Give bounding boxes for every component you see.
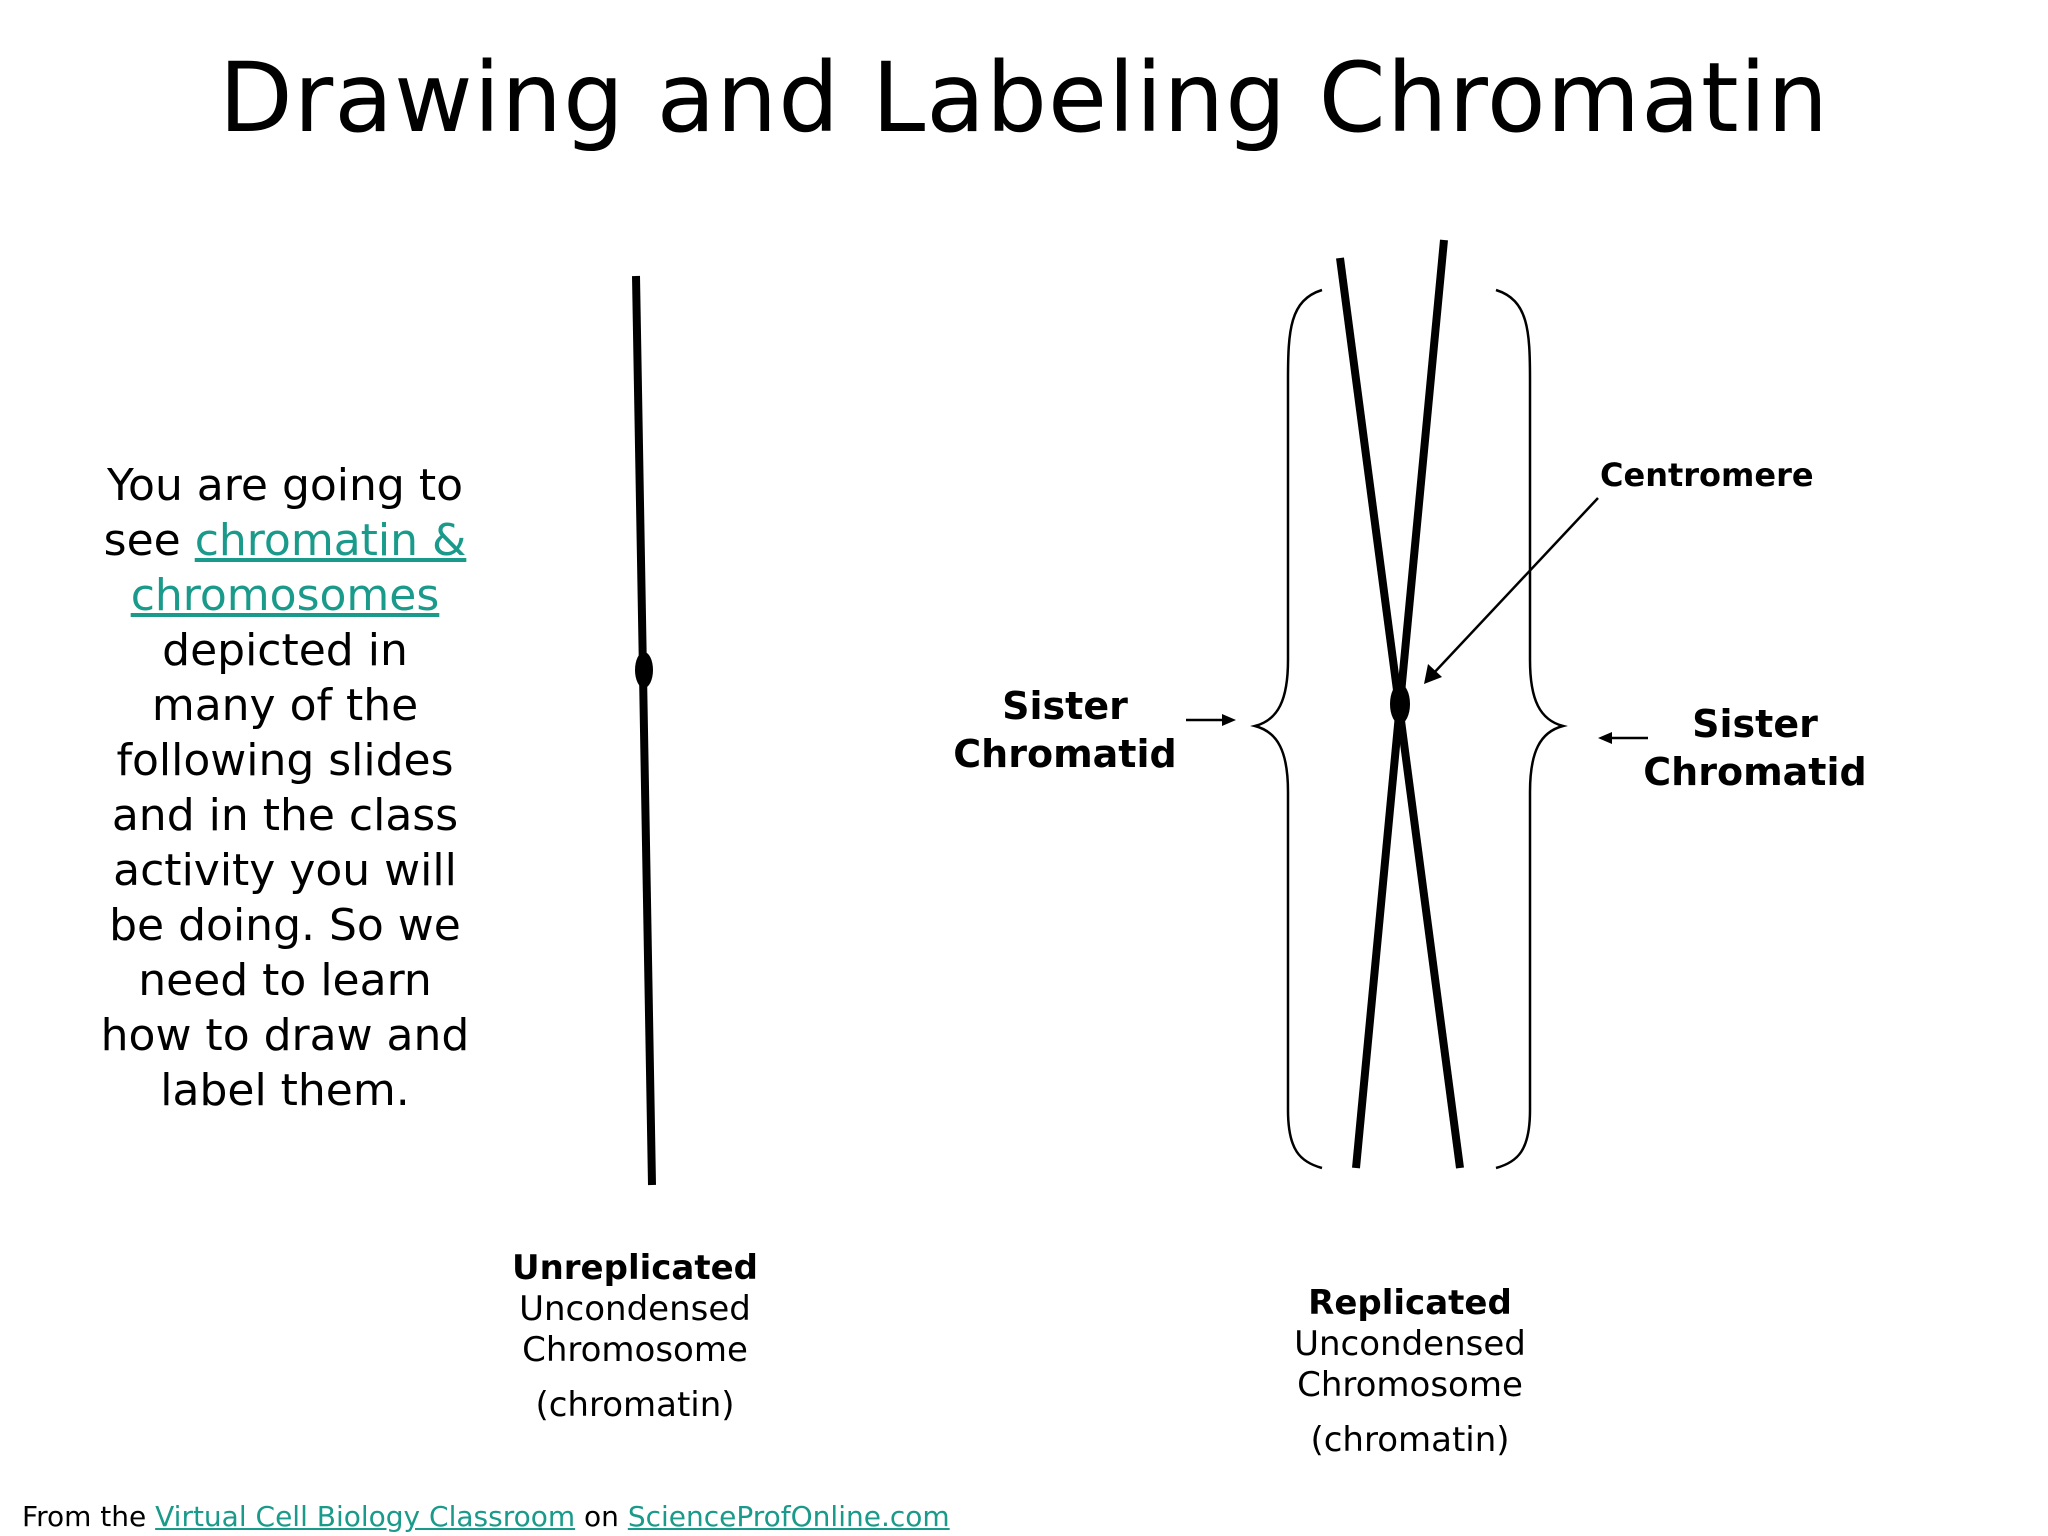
centromere-pointer-line (1431, 497, 1599, 676)
unreplicated-caption: Unreplicated Uncondensed Chromosome (chr… (500, 1248, 770, 1426)
footer-prefix: From the (22, 1500, 156, 1533)
centromere-label: Centromere (1600, 456, 1814, 494)
replicated-caption: Replicated Uncondensed Chromosome (chrom… (1275, 1283, 1545, 1461)
left-sister-label-line2: Chromatid (953, 732, 1177, 776)
replicated-line3: Chromosome (1297, 1365, 1523, 1405)
replicated-centromere (1390, 684, 1410, 724)
unreplicated-line2: Uncondensed (519, 1289, 751, 1329)
replicated-paren: (chromatin) (1310, 1420, 1510, 1460)
right-sister-arrowhead (1598, 732, 1612, 744)
unreplicated-heading: Unreplicated (511, 1248, 759, 1288)
left-sister-chromatid-label: Sister Chromatid (950, 682, 1180, 778)
right-sister-label-line2: Chromatid (1643, 750, 1867, 794)
virtual-cell-biology-classroom-link[interactable]: Virtual Cell Biology Classroom (155, 1500, 576, 1533)
right-sister-chromatid-label: Sister Chromatid (1640, 700, 1870, 796)
centromere-arrowhead (1424, 664, 1442, 684)
left-sister-label-line1: Sister (1002, 684, 1128, 728)
replicated-heading: Replicated (1308, 1283, 1512, 1323)
page-title: Drawing and Labeling Chromatin (218, 42, 1830, 154)
chromatin-chromosomes-link[interactable]: chromatin & chromosomes (130, 515, 467, 621)
left-sister-arrowhead (1222, 714, 1236, 726)
footer-middle: on (575, 1500, 628, 1533)
unreplicated-line3: Chromosome (522, 1330, 748, 1370)
intro-paragraph: You are going to see chromatin & chromos… (95, 458, 475, 1118)
right-sister-label-line1: Sister (1692, 702, 1818, 746)
unreplicated-paren: (chromatin) (535, 1385, 735, 1425)
right-brace (1495, 288, 1568, 1170)
unreplicated-chromatin-strand (632, 275, 656, 1186)
left-brace (1250, 288, 1323, 1170)
intro-text-after: depicted in many of the following slides… (100, 625, 470, 1116)
intro-text-before: You are going to see (103, 460, 464, 566)
unreplicated-centromere (635, 652, 653, 688)
scienceprofonline-link[interactable]: ScienceProfOnline.com (627, 1500, 950, 1533)
replicated-line2: Uncondensed (1294, 1324, 1526, 1364)
footer-credit: From the Virtual Cell Biology Classroom … (22, 1500, 950, 1534)
